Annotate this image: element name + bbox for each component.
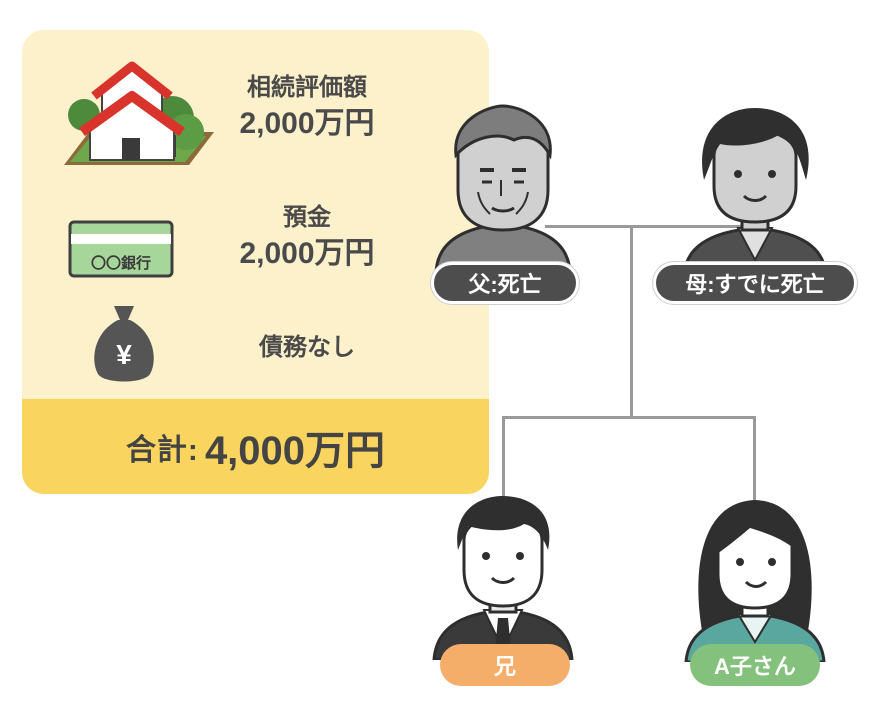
brother-label: 兄 <box>440 644 570 686</box>
house-icon <box>64 61 214 165</box>
children-line <box>502 416 756 419</box>
trunk-line <box>630 225 633 418</box>
mother-label: 母:すでに死亡 <box>653 262 857 304</box>
deposit-text: 預金 2,000万円 <box>227 202 387 274</box>
bankbook-icon: 〇〇銀行 <box>68 220 174 278</box>
a-child-drop-line <box>753 416 756 506</box>
deposit-label: 預金 <box>283 204 331 231</box>
a-child-avatar <box>684 500 826 662</box>
brother-drop-line <box>502 416 505 506</box>
assets-panel: 相続評価額 2,000万円 〇〇銀行 預金 2,000万円 ¥ 債務なし 合計:… <box>22 30 489 494</box>
father-avatar <box>434 104 572 275</box>
mother-avatar <box>682 108 828 275</box>
debt-text: 債務なし <box>227 332 387 364</box>
real-estate-value: 2,000万円 <box>239 107 375 140</box>
parents-line <box>545 225 745 228</box>
real-estate-text: 相続評価額 2,000万円 <box>227 72 387 144</box>
father-label: 父:死亡 <box>431 262 579 304</box>
deposit-value: 2,000万円 <box>239 237 375 270</box>
bankbook-text: 〇〇銀行 <box>91 254 151 272</box>
debt-label: 債務なし <box>259 334 355 361</box>
real-estate-label: 相続評価額 <box>247 74 367 101</box>
money-bag-icon: ¥ <box>94 306 154 382</box>
brother-avatar <box>432 496 574 660</box>
total-bar: 合計: 4,000万円 <box>22 399 489 494</box>
total-label: 合計: <box>125 433 199 467</box>
a-child-label: A子さん <box>690 644 820 686</box>
yen-text: ¥ <box>116 339 132 370</box>
total-value: 4,000万円 <box>204 428 386 473</box>
